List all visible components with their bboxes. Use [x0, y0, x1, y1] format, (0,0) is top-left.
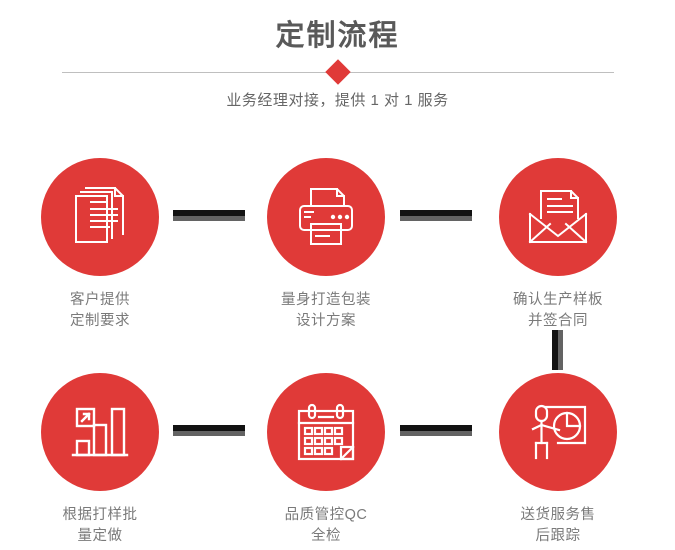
page-title: 定制流程	[275, 20, 400, 52]
flow-step-3-label: 确认生产样板 并签合同	[513, 292, 603, 329]
flow-step-5-circle	[267, 373, 385, 491]
flow-step-6[interactable]: 送货服务售 后跟踪	[478, 373, 638, 547]
flow-step-2-circle	[267, 158, 385, 276]
flow-step-4-circle	[41, 373, 159, 491]
flow-step-4-label: 根据打样批 量定做	[62, 507, 138, 544]
bar-chart-growth-icon	[71, 407, 129, 457]
connector-bar-light	[400, 216, 472, 221]
envelope-document-icon	[528, 190, 588, 244]
flow-step-2-label: 量身打造包装 设计方案	[281, 292, 371, 329]
documents-stack-icon	[75, 187, 124, 243]
connector-bar-dark	[400, 210, 472, 216]
flow-step-1-label: 客户提供 定制要求	[70, 292, 130, 329]
connector-bar-dark	[400, 425, 472, 431]
connector-step3-step6	[552, 330, 563, 370]
printer-icon	[299, 188, 353, 245]
header: 定制流程 业务经理对接，提供 1 对 1 服务	[0, 0, 675, 128]
flow-step-5[interactable]: 品质管控QC 全检	[246, 373, 406, 547]
connector-bar-dark	[173, 210, 245, 216]
flow-step-3[interactable]: 确认生产样板 并签合同	[478, 158, 638, 332]
flow-step-3-circle	[499, 158, 617, 276]
connector-bar-light	[400, 431, 472, 436]
flow-step-2[interactable]: 量身打造包装 设计方案	[246, 158, 406, 332]
flow-step-4[interactable]: 根据打样批 量定做	[20, 373, 180, 547]
connector-step5-step6	[400, 425, 472, 436]
flow-step-6-circle	[499, 373, 617, 491]
flow-step-5-label: 品质管控QC 全检	[284, 507, 368, 544]
title-divider	[62, 59, 614, 85]
connector-bar-light	[558, 330, 563, 370]
diamond-marker-icon	[325, 59, 351, 85]
page-subtitle: 业务经理对接，提供 1 对 1 服务	[226, 92, 449, 109]
flow-step-1[interactable]: 客户提供 定制要求	[20, 158, 180, 332]
connector-bar-light	[173, 216, 245, 221]
connector-bar-dark	[173, 425, 245, 431]
connector-step4-step5	[173, 425, 245, 436]
connector-bar-light	[173, 431, 245, 436]
connector-step2-step3	[400, 210, 472, 221]
flow-step-6-label: 送货服务售 后跟踪	[520, 507, 596, 544]
process-flow: 客户提供 定制要求 量身打造包装 设计方案	[0, 128, 675, 550]
connector-step1-step2	[173, 210, 245, 221]
connector-bar-dark	[552, 330, 558, 370]
calendar-icon	[297, 403, 355, 461]
flow-step-1-circle	[41, 158, 159, 276]
presenter-pie-chart-icon	[531, 404, 587, 460]
